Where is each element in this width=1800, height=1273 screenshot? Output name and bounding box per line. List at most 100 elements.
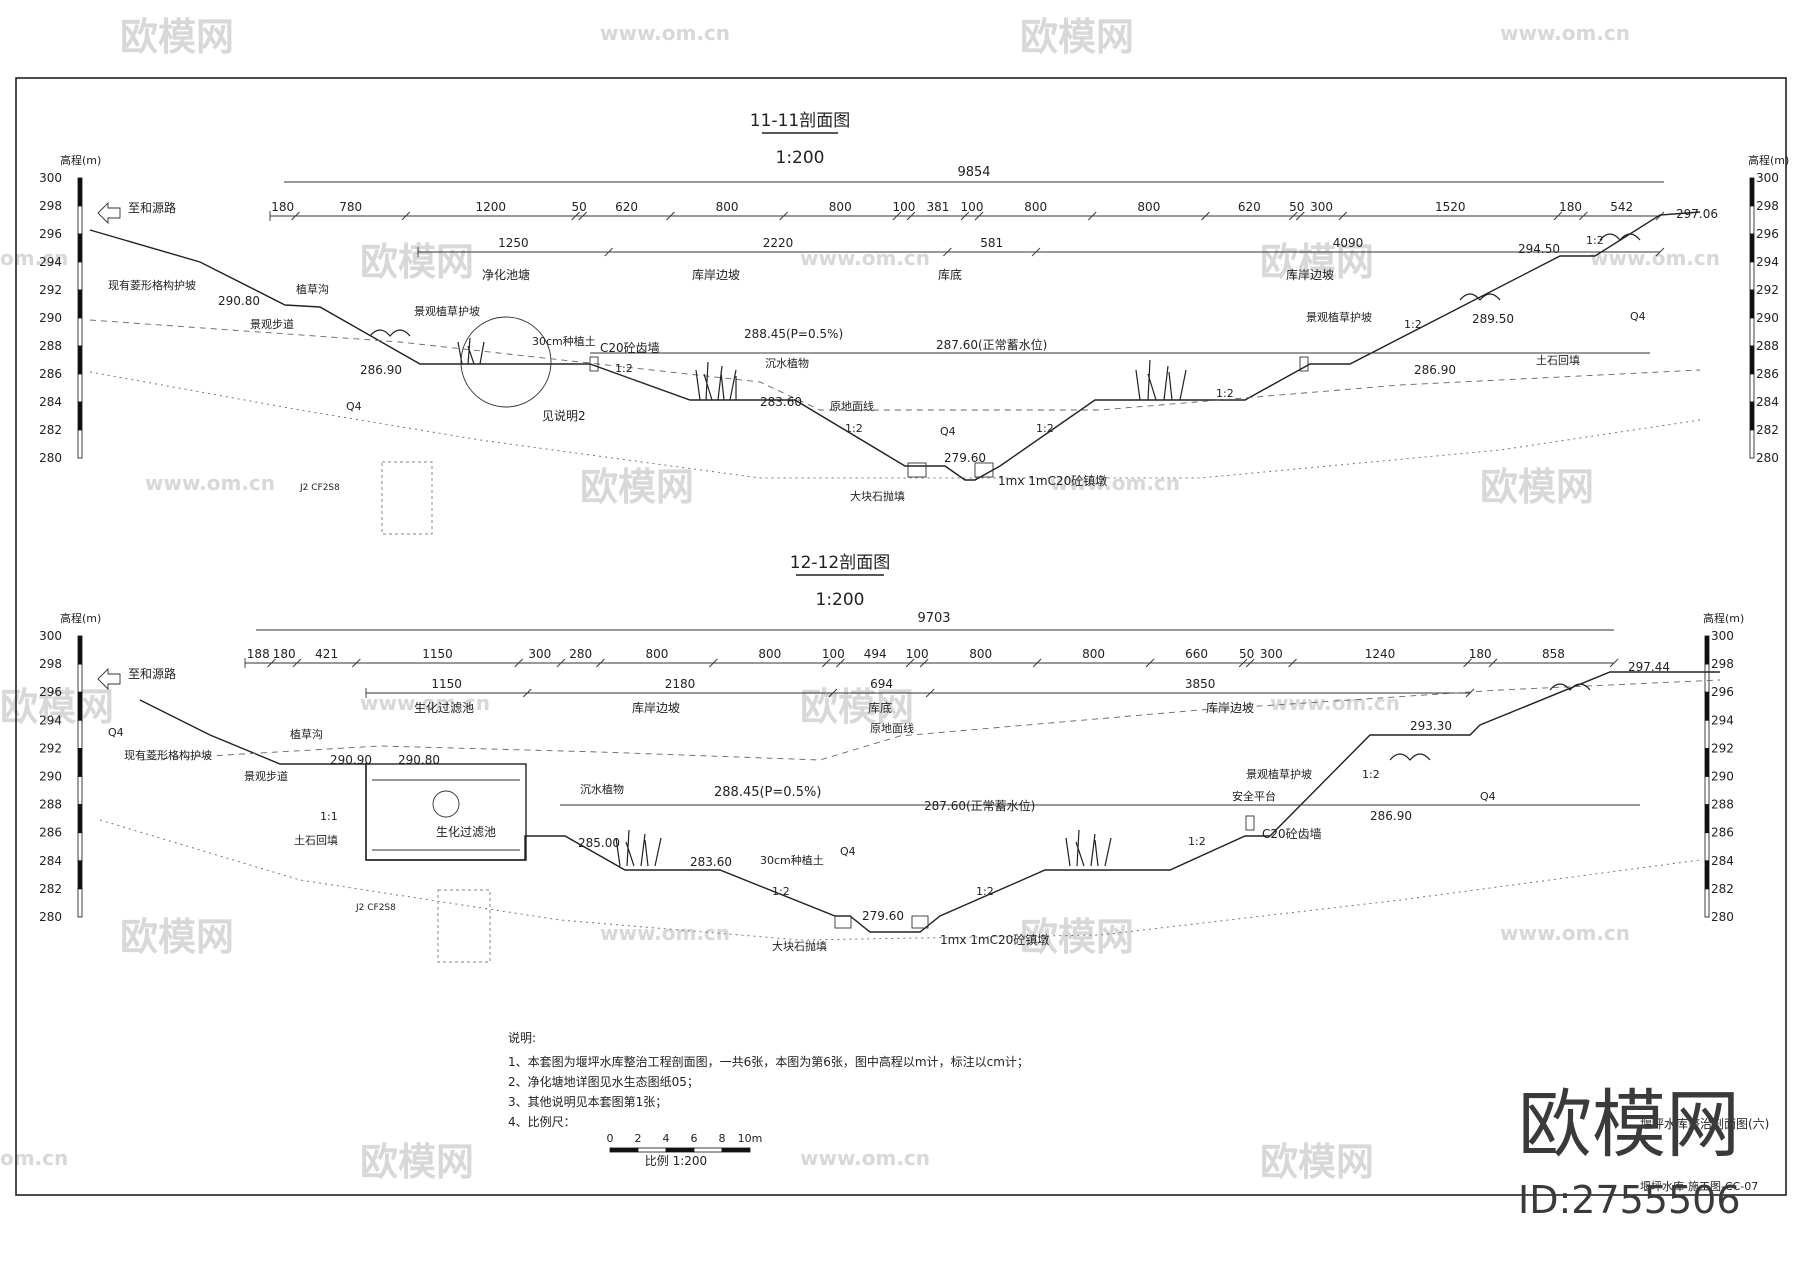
c20-block-a: 1mx 1mC20砼镇墩 <box>998 474 1107 488</box>
reeds-a1 <box>695 361 737 401</box>
watermark-url: www.om.cn <box>1590 246 1720 270</box>
dim-value: 4090 <box>1333 236 1364 250</box>
elevation-tick: 284 <box>39 395 62 409</box>
elevation-tick: 292 <box>1756 283 1779 297</box>
dim-value: 581 <box>980 236 1003 250</box>
soil-a: 30cm种植土 <box>532 334 596 348</box>
elevation-tick: 298 <box>1756 199 1779 213</box>
scale-segment <box>77 289 83 319</box>
dim-value: 1250 <box>498 236 529 250</box>
dim-tick <box>1463 658 1472 668</box>
watermark-url: www.om.cn <box>1270 691 1400 715</box>
elevation-tick: 296 <box>1711 685 1734 699</box>
watermark-url: www.om.cn <box>1050 471 1180 495</box>
grass-a1 <box>369 329 411 337</box>
dim-value: 780 <box>339 200 362 214</box>
dim-tick <box>960 211 970 221</box>
dim-tick <box>267 658 276 668</box>
dim-tick <box>1245 658 1255 668</box>
elevation-tick: 286 <box>1756 367 1779 381</box>
dim-tick <box>1609 658 1619 668</box>
original-ground-line <box>89 319 1701 411</box>
elev-a6: 279.60 <box>944 451 986 465</box>
dim-value: 620 <box>615 200 638 214</box>
watermark-url-short: om.cn <box>0 246 68 270</box>
scale-segment <box>1704 635 1710 665</box>
scale-segment <box>1749 205 1755 235</box>
earth-fill-b: 土石回填 <box>294 833 338 847</box>
pier-l <box>907 462 927 478</box>
watermark-brand: 欧模网 <box>0 685 114 729</box>
elevation-tick: 290 <box>39 770 62 784</box>
axis-title: 高程(m) <box>60 611 101 625</box>
elevation-tick: 284 <box>39 854 62 868</box>
dim-value: 300 <box>1310 200 1333 214</box>
dim-tick <box>1655 211 1665 221</box>
scale-segment <box>77 888 83 918</box>
dim-value: 858 <box>1542 647 1565 661</box>
total-dim-b: 9703 <box>917 611 950 626</box>
elevation-tick: 280 <box>39 451 62 465</box>
section-b-title: 12-12剖面图 <box>790 553 890 573</box>
dim-tick <box>1288 211 1298 221</box>
watermark-brand: 欧模网 <box>1020 915 1134 959</box>
scale-bar-label: 比例 1:200 <box>645 1154 707 1168</box>
scale-bar-segment <box>665 1147 695 1153</box>
elev-a3: 288.45(P=0.5%) <box>744 327 843 341</box>
watermark-brand: 欧模网 <box>120 15 234 59</box>
axis-title: 高程(m) <box>1703 611 1744 625</box>
dim-value: 800 <box>645 647 668 661</box>
scale-bar-segment <box>721 1147 751 1153</box>
elevation-scales: 高程(m)300298296294292290288286284282280高程… <box>39 153 1789 924</box>
elevation-tick: 292 <box>39 741 62 755</box>
elevation-tick: 294 <box>39 255 62 269</box>
elev-a1: 290.80 <box>218 294 260 308</box>
existing-slope-a: 现有菱形格构护坡 <box>108 278 196 292</box>
watermark-url: www.om.cn <box>145 471 275 495</box>
elev-b7: 279.60 <box>862 909 904 923</box>
earth-fill-a: 土石回填 <box>1536 353 1580 367</box>
rock-hatch <box>381 461 433 535</box>
watermark-brand: 欧模网 <box>120 915 234 959</box>
dim-tick <box>892 211 902 221</box>
c20-wall-label-b: C20砼齿墙 <box>1262 827 1322 841</box>
grass-a2 <box>1459 293 1501 301</box>
scale-segment <box>77 401 83 431</box>
dim-value: 494 <box>864 647 887 661</box>
scale-segment <box>1749 429 1755 459</box>
elevation-tick: 288 <box>1756 339 1779 353</box>
brand-id-text: ID:2755506 <box>1518 1178 1741 1222</box>
scale-bar-tick: 8 <box>719 1132 726 1145</box>
brand-logo-text: 欧模网 <box>1518 1082 1740 1168</box>
scale-segment <box>77 748 83 777</box>
road-arrow-a <box>97 201 121 225</box>
scale-segment <box>77 261 83 291</box>
dim-value: 2220 <box>763 236 794 250</box>
detail-circle <box>460 316 552 408</box>
slope-b5: 1:2 <box>1362 768 1380 781</box>
watermark-url: www.om.cn <box>1500 921 1630 945</box>
watermark-brand: 欧模网 <box>1480 465 1594 509</box>
grass-ditch-b: 植草沟 <box>290 727 323 741</box>
dim-tick <box>514 658 523 668</box>
grass-b2 <box>1549 683 1591 691</box>
watermark-brand: 欧模网 <box>800 685 914 729</box>
dim-value: 542 <box>1610 200 1633 214</box>
slope-b3: 1:2 <box>976 885 994 898</box>
dim-tick <box>1488 658 1498 668</box>
scale-segment <box>77 663 83 693</box>
dim-tick <box>1238 658 1248 668</box>
q-right-b: Q4 <box>1480 790 1496 803</box>
scale-segment <box>77 719 83 749</box>
dim-value: 1150 <box>422 647 453 661</box>
elevation-tick: 300 <box>1756 171 1779 185</box>
big-stone-a: 大块石抛填 <box>850 489 905 503</box>
dim-tick <box>1032 658 1042 668</box>
dim-value: 188 <box>247 647 270 661</box>
j-code-b: J2 CF2S8 <box>355 903 396 913</box>
elevation-tick: 280 <box>39 910 62 924</box>
scale-segment <box>1704 691 1710 721</box>
scale-segment <box>1749 373 1755 403</box>
elev-a9: 289.50 <box>1472 312 1514 326</box>
